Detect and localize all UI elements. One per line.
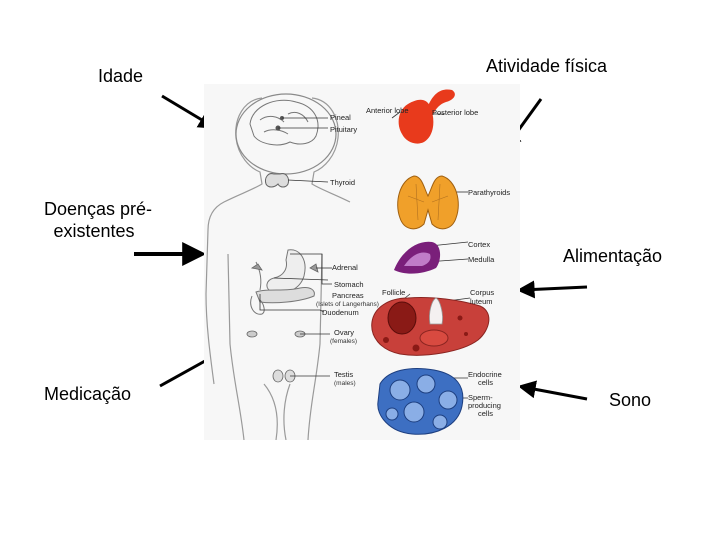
label-pineal: Pineal xyxy=(330,113,351,122)
factor-atividade-fisica: Atividade física xyxy=(486,56,608,76)
adrenal-enlarged xyxy=(394,241,441,274)
label-sperm-cells: cells xyxy=(478,409,493,418)
figure-background xyxy=(204,84,520,440)
label-duodenum: Duodenum xyxy=(322,308,359,317)
label-thyroid: Thyroid xyxy=(330,178,355,187)
label-pituitary: Pituitary xyxy=(330,125,357,134)
label-males: (males) xyxy=(334,380,356,387)
testis-small-left xyxy=(272,369,284,383)
digestive-organs xyxy=(250,249,315,315)
label-stomach: Stomach xyxy=(334,280,364,289)
label-follicle: Follicle xyxy=(382,288,405,297)
thyroid-small xyxy=(265,173,289,188)
adrenal-small-left xyxy=(250,263,263,271)
label-parathyroids: Parathyroids xyxy=(468,188,510,197)
label-anterior-lobe: Anterior lobe xyxy=(366,106,409,115)
factor-idade: Idade xyxy=(98,66,144,86)
human-body-outline xyxy=(205,93,351,440)
label-pancreas: Pancreas xyxy=(332,291,364,300)
label-adrenal: Adrenal xyxy=(332,263,358,272)
factor-doencas-line1: Doenças pré- xyxy=(44,199,153,219)
factor-medicacao: Medicação xyxy=(44,384,132,404)
arrow-sono xyxy=(517,380,588,401)
label-posterior-lobe: Posterior lobe xyxy=(432,108,478,117)
testis-enlarged xyxy=(377,368,464,435)
pituitary-enlarged xyxy=(398,89,455,144)
label-cortex: Cortex xyxy=(468,240,490,249)
thyroid-enlarged xyxy=(397,175,459,230)
label-endocrine-cells: cells xyxy=(478,378,493,387)
ovary-enlarged xyxy=(371,297,490,356)
label-testis: Testis xyxy=(334,370,353,379)
label-islets: (Islets of Langerhans) xyxy=(316,301,379,308)
label-ovary: Ovary xyxy=(334,328,354,337)
arrow-idade xyxy=(161,94,217,129)
ovary-small-left xyxy=(246,330,258,338)
label-medulla: Medulla xyxy=(468,255,495,264)
endocrine-system-figure: Pineal Pituitary Thyroid Adrenal Stomach… xyxy=(204,84,520,440)
label-corpus: Corpus xyxy=(470,288,494,297)
factor-alimentacao: Alimentação xyxy=(563,246,663,266)
factor-sono: Sono xyxy=(609,390,652,410)
factor-doencas-preexistentes: Doenças pré- existentes xyxy=(44,198,152,242)
label-sperm: Sperm- xyxy=(468,393,493,402)
label-females: (females) xyxy=(330,338,357,345)
arrow-alimentacao xyxy=(516,280,588,299)
label-producing: producing xyxy=(468,401,501,410)
label-endocrine: Endocrine xyxy=(468,370,502,379)
factor-doencas-line2: existentes xyxy=(53,221,135,241)
label-luteum: luteum xyxy=(470,297,493,306)
